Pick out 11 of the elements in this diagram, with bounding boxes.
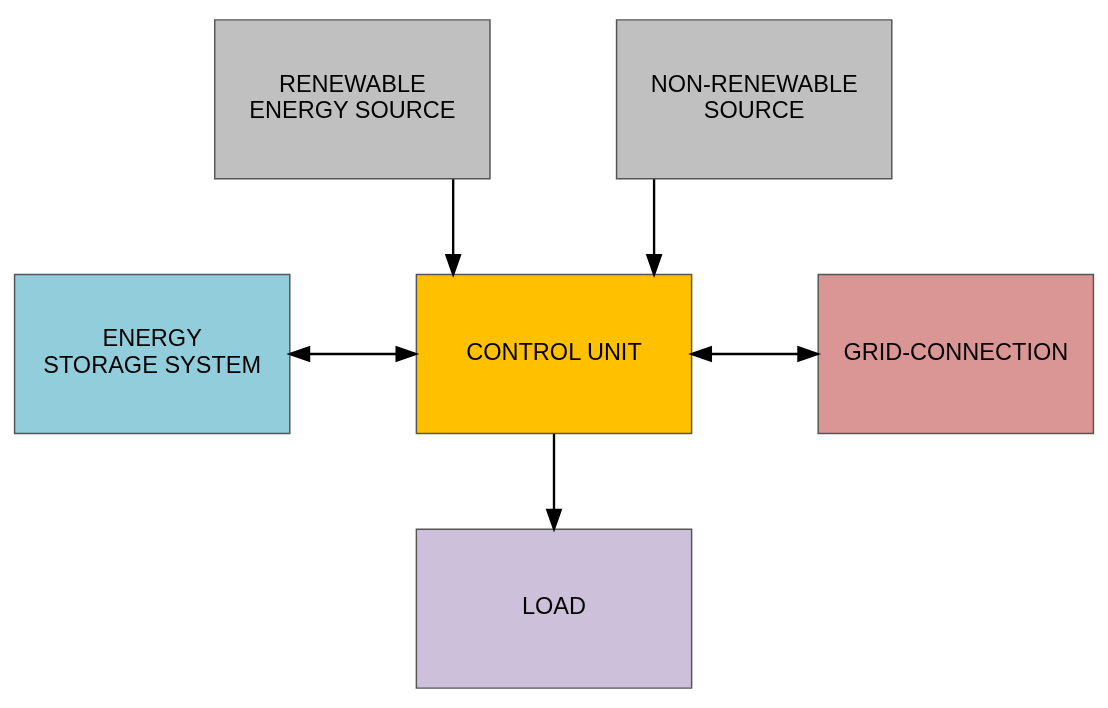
arrow — [444, 179, 462, 278]
arrow — [645, 179, 663, 278]
node-box: NON-RENEWABLE SOURCE — [615, 19, 893, 180]
node-box: GRID-CONNECTION — [817, 273, 1095, 435]
node-box: RENEWABLE ENERGY SOURCE — [214, 19, 491, 180]
node-box: LOAD — [415, 528, 693, 689]
arrow — [545, 433, 563, 533]
arrow — [286, 345, 420, 363]
arrow — [688, 345, 822, 363]
node-box: ENERGY STORAGE SYSTEM — [13, 273, 291, 435]
node-box: CONTROL UNIT — [415, 273, 693, 435]
